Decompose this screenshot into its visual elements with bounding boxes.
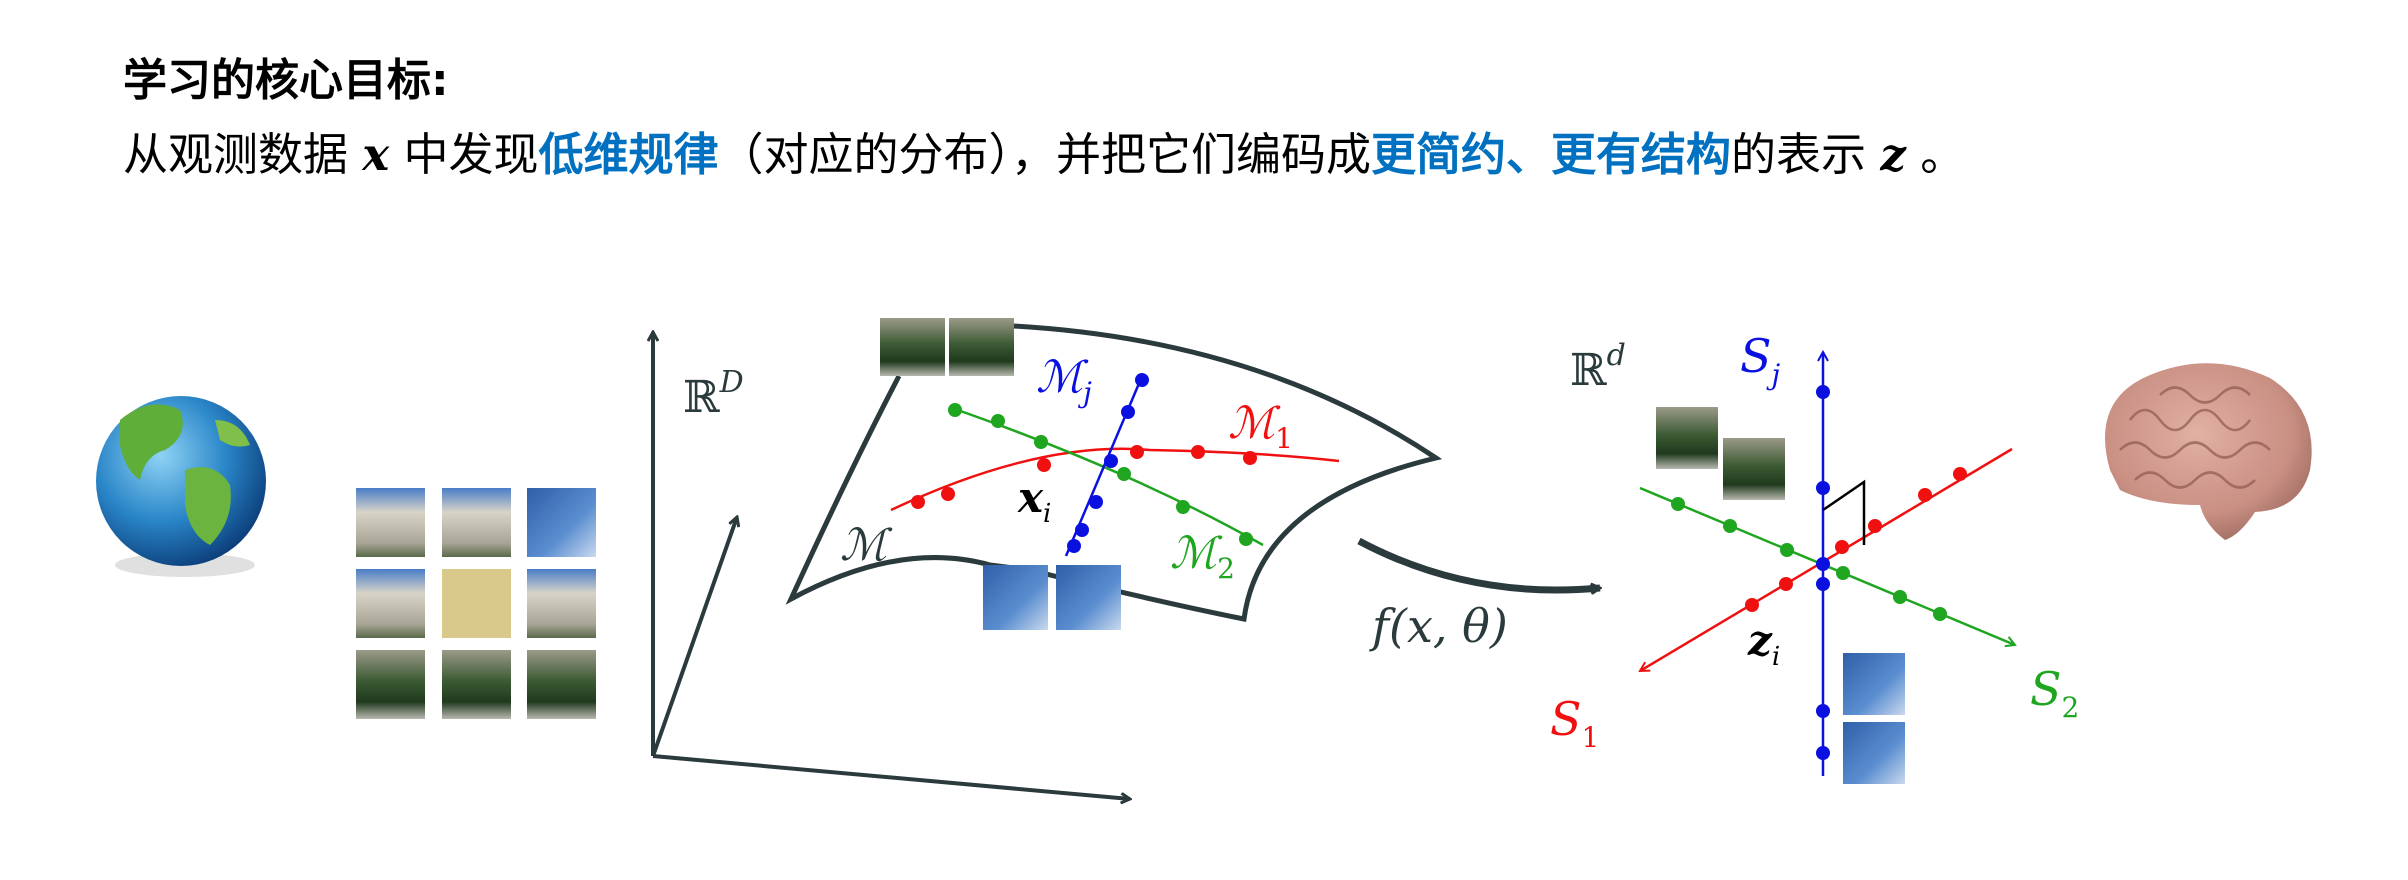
sj-points [1816,385,1830,760]
space-label-RD: ℝD [683,365,744,423]
s1-points [1745,467,1967,612]
m1-points [911,445,1257,509]
brain-icon [2105,363,2312,540]
data-point [1243,451,1257,465]
label-mj: ℳj [1036,352,1092,409]
data-point [1121,405,1135,419]
sample-image [880,318,945,376]
data-point [1067,539,1081,553]
data-point [1075,523,1089,537]
data-point [1933,607,1947,621]
data-point [1671,497,1685,511]
data-point [1836,566,1850,580]
label-zi: zi [1747,616,1780,672]
sample-image [1843,722,1905,784]
data-point [948,403,962,417]
label-s1: S1 [1550,692,1599,754]
data-point [1239,532,1253,546]
m2-points [948,403,1253,546]
highlight-low-dim: 低维规律 [538,128,719,181]
subtitle-text: 中发现 [389,128,539,181]
subtitle-text: 的表示 [1731,128,1881,181]
data-point [1816,557,1830,571]
data-point [1816,481,1830,495]
mapping-label: f(x, θ) [1369,599,1508,653]
sample-image [949,318,1014,376]
mj-points [1067,373,1149,553]
sample-image [983,565,1048,630]
label-m2: ℳ2 [1170,528,1235,585]
data-point [1037,458,1051,472]
data-point [1104,454,1118,468]
data-point [991,414,1005,428]
sample-image [1843,653,1905,715]
data-point [1835,540,1849,554]
observed-image-grid [356,488,596,719]
sample-image [1056,565,1121,630]
mapping-arrow [1357,537,1600,590]
subtitle-text: （对应的分布），并把它们编码成 [718,128,1371,181]
data-point [1816,577,1830,591]
label-xi: xi [1017,473,1051,529]
right-angle-mark [1822,479,1866,545]
earth-globe-icon [96,396,266,577]
sample-image [1656,407,1718,469]
label-s2: S2 [2030,662,2079,724]
data-point [1816,704,1830,718]
subtitle-text: 从观测数据 [123,128,363,181]
slide-title: 学习的核心目标: [123,55,449,106]
math-z: z [1880,128,1906,181]
high-dim-axes [653,332,1130,799]
data-point [1918,488,1932,502]
math-x: x [362,128,390,181]
data-point [1779,577,1793,591]
data-point [1953,467,1967,481]
slide-subtitle: 从观测数据 x 中发现低维规律（对应的分布），并把它们编码成更简约、更有结构的表… [123,118,1965,183]
data-point [1176,500,1190,514]
label-manifold: ℳ [840,520,893,571]
space-label-Rd: ℝd [1570,338,1626,396]
data-point [911,495,925,509]
data-point [1868,519,1882,533]
data-point [1893,590,1907,604]
s2-points [1671,497,1947,621]
data-point [1780,543,1794,557]
subtitle-text: 。 [1905,128,1966,181]
data-point [1130,445,1144,459]
data-point [1117,467,1131,481]
sample-image [1723,438,1785,500]
manifold-sheet [785,323,1443,622]
data-point [1089,495,1103,509]
highlight-structured: 更简约、更有结构 [1371,128,1732,181]
label-sj: Sj [1740,329,1781,391]
label-m1: ℳ1 [1228,398,1293,455]
data-point [1816,746,1830,760]
data-point [1034,435,1048,449]
data-point [941,487,955,501]
data-point [1135,373,1149,387]
data-point [1745,598,1759,612]
data-point [1191,445,1205,459]
data-point [1816,385,1830,399]
data-point [1723,519,1737,533]
